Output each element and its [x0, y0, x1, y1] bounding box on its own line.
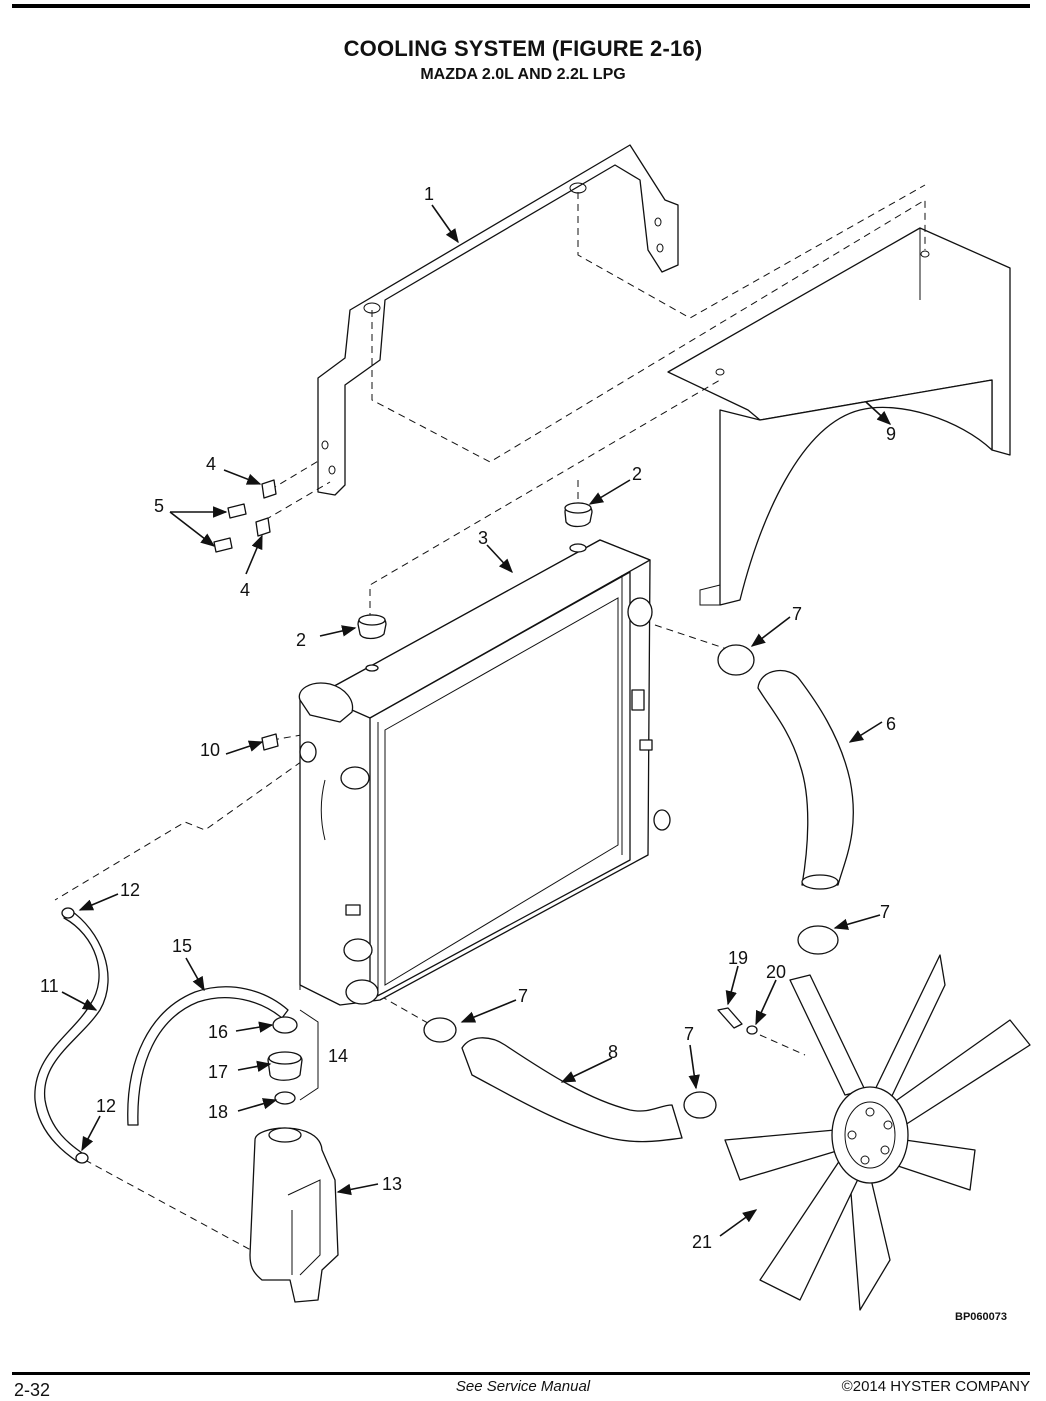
- part-6-upper-hose: [717, 644, 854, 955]
- callout-20: 20: [766, 962, 786, 982]
- leader-lines: [61, 204, 892, 1237]
- callout-19: 19: [728, 948, 748, 968]
- part-2-rubber-mounts: [357, 502, 593, 640]
- part-21-cooling-fan: [724, 954, 1031, 1311]
- callout-4: 4: [240, 580, 250, 600]
- callout-16: 16: [208, 1022, 228, 1042]
- callout-18: 18: [208, 1102, 228, 1122]
- callout-8: 8: [608, 1042, 618, 1062]
- callout-7: 7: [518, 986, 528, 1006]
- callout-12: 12: [120, 880, 140, 900]
- part-15-reservoir-hose: [127, 986, 289, 1126]
- callout-5: 5: [154, 496, 164, 516]
- part-19-20-bolt-washer: [717, 1007, 758, 1035]
- callout-17: 17: [208, 1062, 228, 1082]
- page-title: COOLING SYSTEM (FIGURE 2-16): [343, 36, 703, 61]
- top-rule: [12, 4, 1030, 8]
- part-9-fan-shroud: [667, 227, 1011, 606]
- part-1-mounting-bracket: [317, 144, 679, 496]
- callout-2: 2: [296, 630, 306, 650]
- bottom-rule: [12, 1372, 1030, 1375]
- callout-1: 1: [424, 184, 434, 204]
- part-3-radiator: [298, 539, 671, 1006]
- callout-10: 10: [200, 740, 220, 760]
- callout-12: 12: [96, 1096, 116, 1116]
- part-16-17-18-cap-assembly: [267, 1009, 319, 1105]
- copyright: ©2014 HYSTER COMPANY: [841, 1378, 1030, 1395]
- footer-note: See Service Manual: [455, 1378, 591, 1395]
- part-8-lower-hose: [423, 1017, 717, 1143]
- page-subtitle: MAZDA 2.0L AND 2.2L LPG: [420, 66, 626, 83]
- callout-labels: 1 2 2 3 4 4 5 6 7 7 7 7 8 9 10 11 12 12 …: [40, 184, 896, 1252]
- page-number: 2-32: [14, 1380, 51, 1400]
- callout-15: 15: [172, 936, 192, 956]
- callout-21: 21: [692, 1232, 712, 1252]
- callout-3: 3: [478, 528, 488, 548]
- callout-7: 7: [792, 604, 802, 624]
- callout-13: 13: [382, 1174, 402, 1194]
- callout-6: 6: [886, 714, 896, 734]
- part-10-drain-fitting: [261, 733, 279, 751]
- callout-9: 9: [886, 424, 896, 444]
- drawing-code: BP060073: [955, 1311, 1007, 1323]
- part-13-coolant-reservoir: [249, 1127, 339, 1303]
- callout-2: 2: [632, 464, 642, 484]
- callout-7: 7: [880, 902, 890, 922]
- callout-14: 14: [328, 1046, 348, 1066]
- callout-11: 11: [40, 976, 59, 996]
- parts-4-5-fasteners: [213, 479, 277, 553]
- callout-7: 7: [684, 1024, 694, 1044]
- callout-4: 4: [206, 454, 216, 474]
- part-11-overflow-tube: [34, 907, 109, 1164]
